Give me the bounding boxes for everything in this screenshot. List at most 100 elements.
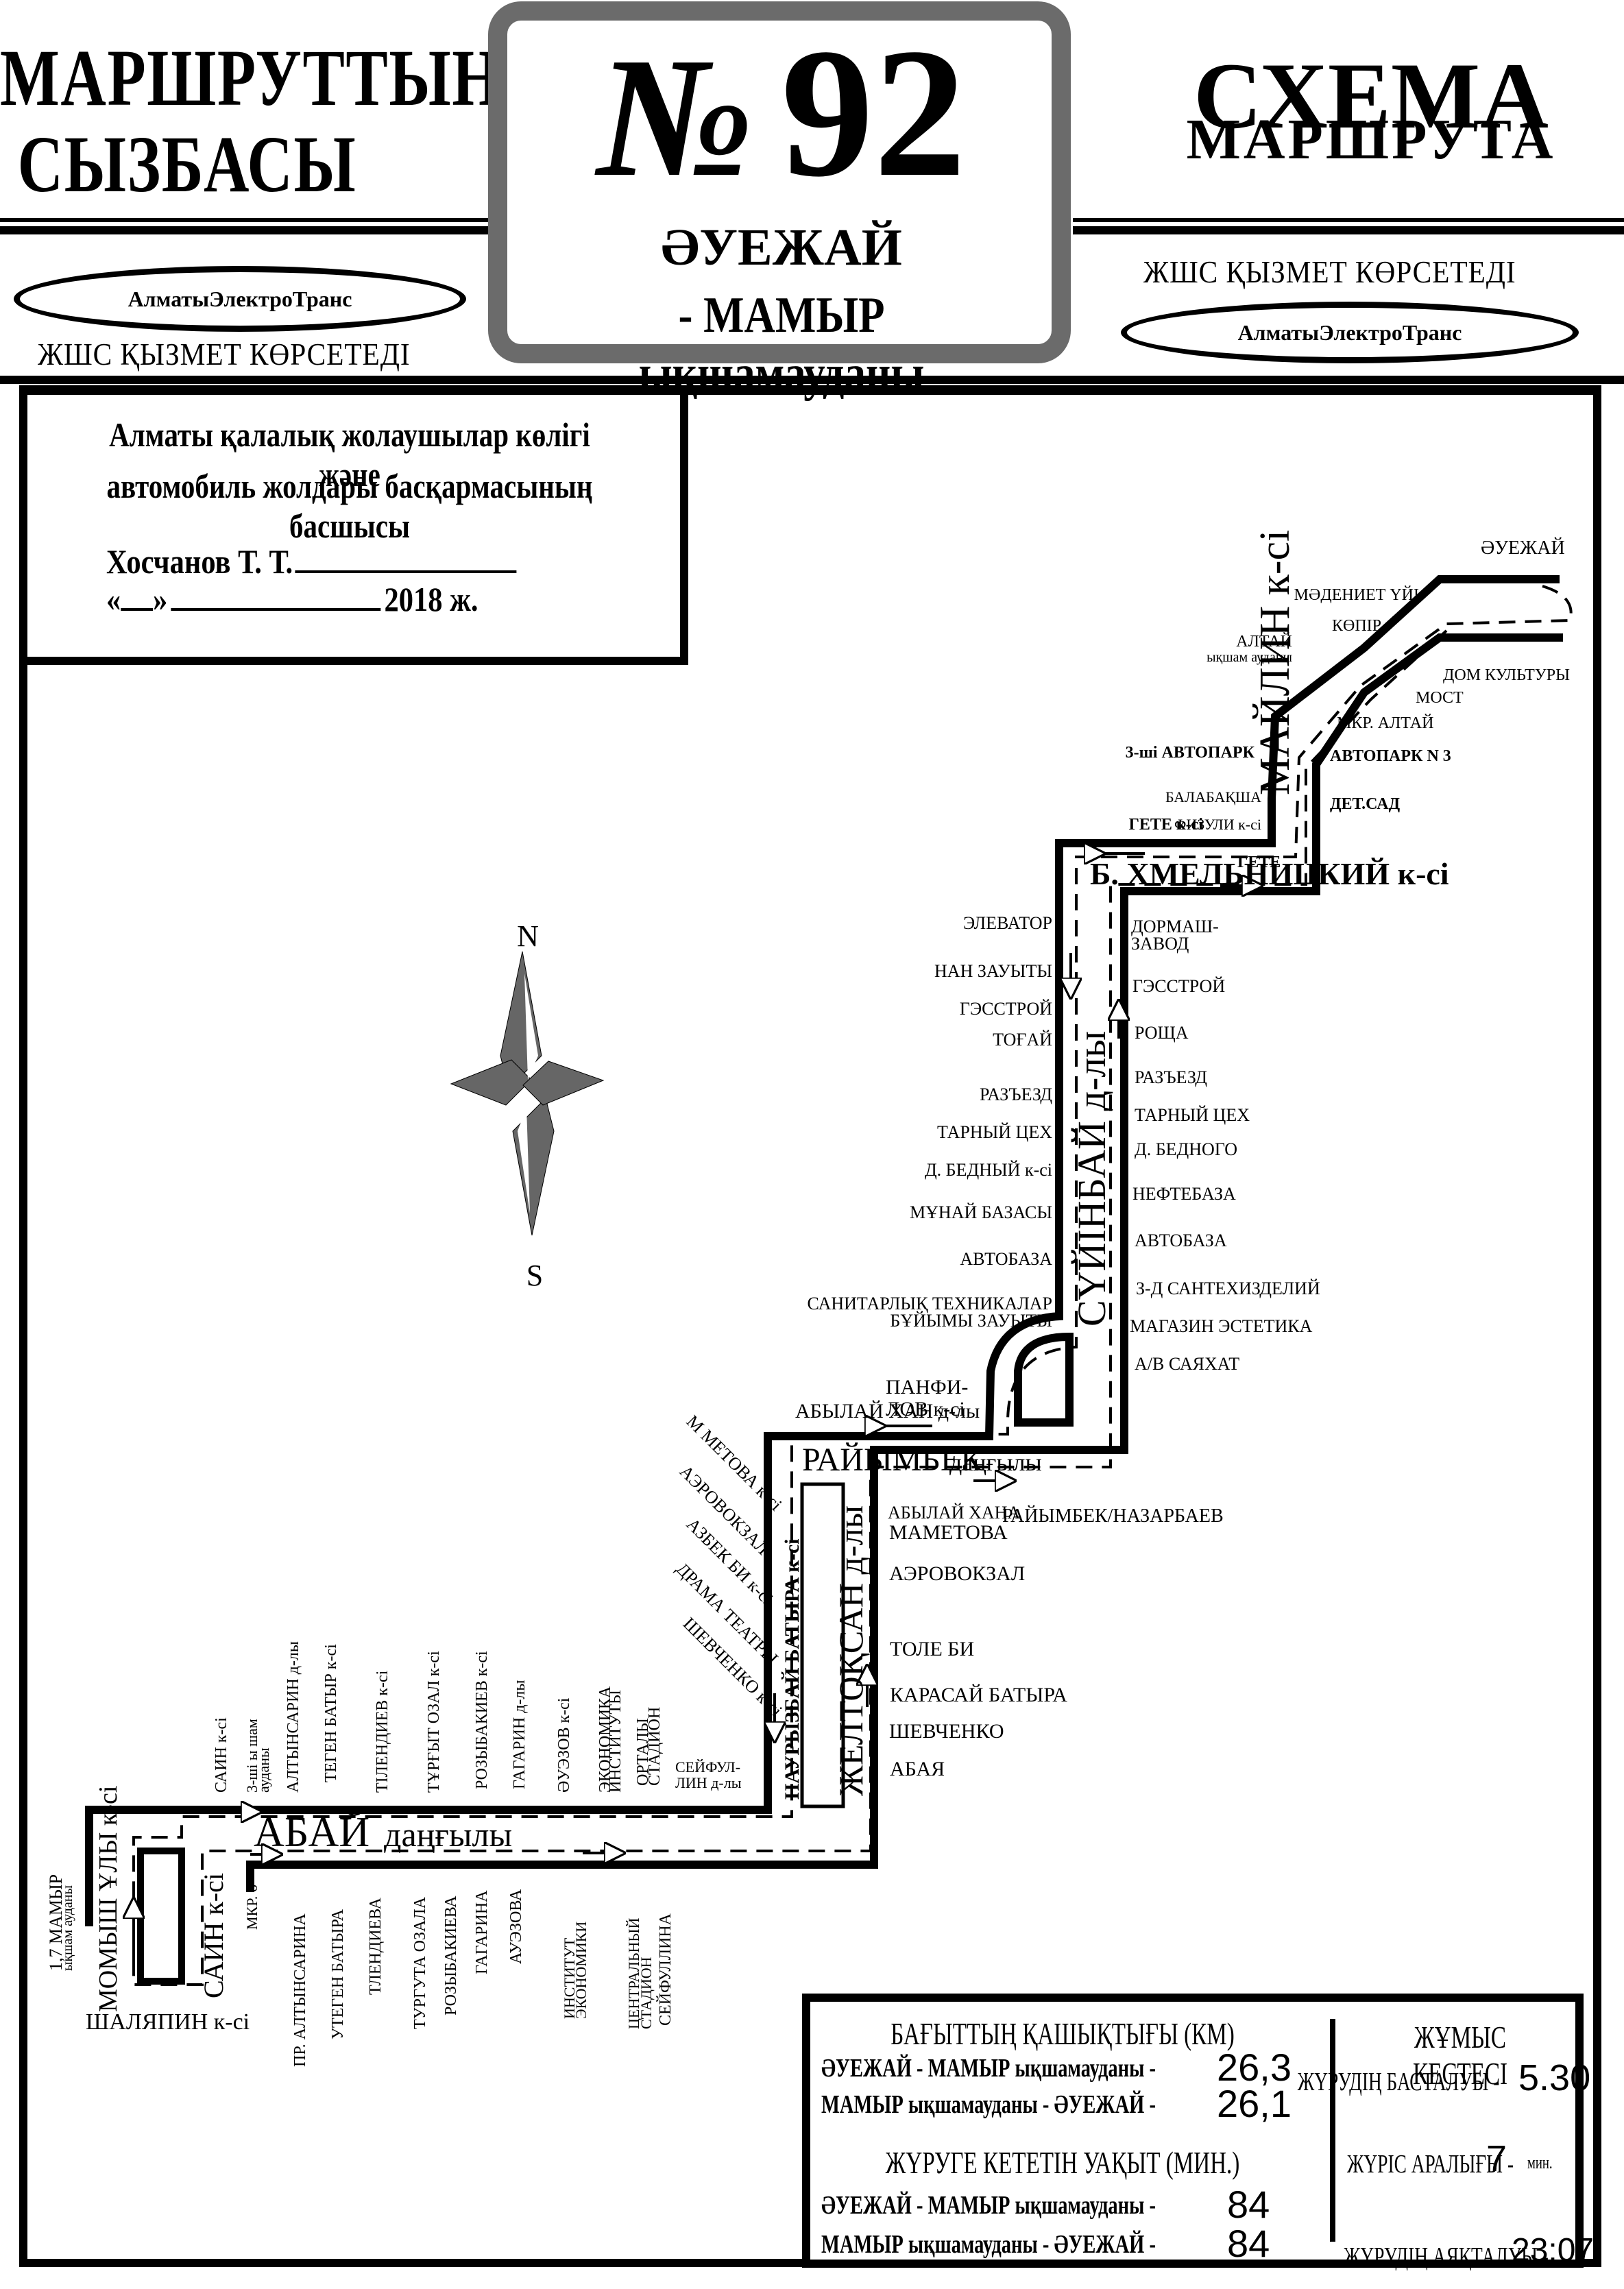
stop-label: ТУРГУТА ОЗАЛА [411,1896,429,2029]
stop-label: АВТОПАРК N 3 [1330,747,1451,765]
stop-label: МӘДЕНИЕТ ҮЙІ [1294,586,1419,604]
route-path-dashed [132,585,1573,1986]
approval-box [19,385,688,665]
stop-label: КӨПІР [1332,617,1381,635]
stop-label: ФИЗУЛИ к-сі [1174,816,1261,833]
street-raiymbek: РАЙЫМБЕК [802,1442,983,1478]
stop-label: ОРТАЛЫ [634,1718,652,1786]
stop-label: ГАГАРИНА [473,1890,491,1974]
street-panfilov-1: ПАНФИ- [886,1376,968,1398]
start-value: 5.30 [1518,2057,1591,2098]
stop-label: ДЕТ.САД [1330,795,1401,813]
stop-label: АУЭЗОВА [507,1889,525,1964]
street-abylai-khan: АБЫЛАЙ ХАН д-лы [795,1400,980,1422]
kz-title-line2: СЫЗБАСЫ [17,119,357,209]
llp-served-right: ЖШС ҚЫЗМЕТ КӨРСЕТЕДІ [1143,254,1516,289]
stop-label: АЭРОВОКЗАЛ [889,1562,1025,1585]
interval-value: 7 [1486,2138,1507,2179]
time-row-1: ӘУЕЖАЙ - МАМЫР ықшамауданы - [821,2190,1156,2220]
stop-label: РОЩА [1135,1023,1189,1043]
median-block [800,1482,845,1808]
distance-row-2-value: 26,1 [1217,2082,1292,2125]
stop-label: САНИТАРЛЫҚ ТЕХНИКАЛАР [808,1294,1052,1313]
stop-label: Д. БЕДНЫЙ к-сі [925,1160,1052,1180]
number-sign-icon: № [596,23,754,213]
stop-label: ықшам ауданы [1207,650,1292,665]
distance-row-1-label: ӘУЕЖАЙ - МАМЫР ықшамауданы - [821,2054,1156,2083]
street-suyinbay: СҮЙІНБАЙ д-лы [1069,1031,1114,1327]
stop-label: Д. БЕДНОГО [1135,1139,1237,1159]
ru-title-line2: МАРШРУТА [1186,108,1556,171]
stop-label: АВТОБАЗА [1135,1231,1227,1250]
approval-line2: автомобиль жолдары басқармасының басшысы [106,467,593,545]
compass-north-label: N [517,919,539,953]
stop-label: ЭКОНОМИКИ [572,1922,590,2019]
street-nauryzbay: НАУРЫЗБАЙ БАТЫРА к-сі [781,1539,803,1800]
route-destination-line1: ӘУЕЖАЙ [661,219,902,276]
stop-label: ТОҒАЙ [993,1030,1052,1050]
time-row-2: МАМЫР ықшамауданы - ӘУЕЖАЙ - [821,2229,1156,2260]
stop-label: СТАДИОН [638,1957,655,2029]
stop-label: ИНСТИТУТЫ [607,1690,625,1793]
operator-oval-left: АлматыЭлектроТранс [14,266,466,332]
stop-label: МОСТ [1416,689,1464,707]
direction-arrows [134,853,1261,1967]
stop-label: РАЗЪЕЗД [1135,1067,1207,1087]
stop-label: ЛИН д-лы [675,1774,742,1791]
stop-label: АБЫЛАЙ ХАНА [888,1503,1020,1523]
stop-label: МАГАЗИН ЭСТЕТИКА [1130,1316,1313,1336]
street-abai-suffix: даңғылы [384,1815,512,1854]
stop-label: ТҰРҒЫТ ОЗАЛ к-сі [425,1651,443,1793]
stop-label: АВТОБАЗА [960,1249,1052,1269]
end-value: 23:07 [1512,2232,1595,2268]
street-momyshuly: МОМЫШ ҰЛЫ к-сі [94,1786,123,2012]
street-raiymbek-suffix: даңғылы [949,1449,1042,1476]
terminus-mamyr-2: ықшам ауданы [60,1885,75,1971]
stop-label: ЭКОНОМИКА [596,1686,614,1793]
compass-rose-icon: N S [450,919,605,1292]
end-label: ЖҮРУДІҢ АЯҚТАЛУЫ - [1344,2242,1549,2271]
operator-name-right: АлматыЭлектроТранс [1237,319,1462,345]
street-shalyapin: ШАЛЯПИН к-сі [86,2009,250,2035]
route-number-box [488,1,1071,363]
route-road-outline [85,575,1563,1926]
map-frame [19,385,1601,2267]
quote-close: » [153,580,168,618]
stop-label: МҰНАЙ БАЗАСЫ [910,1202,1052,1222]
distance-row-1: ӘУЕЖАЙ - МАМЫР ықшамауданы - [821,2053,1156,2083]
time-row-1-label: ӘУЕЖАЙ - МАМЫР ықшамауданы - [821,2191,1156,2220]
start-label: ЖҮРУДІҢ БАСТАЛУЫ - [1297,2068,1500,2096]
distance-heading: БАҒЫТТЫҢ ҚАШЫҚТЫҒЫ (КМ) [890,2016,1235,2051]
stop-label: КАРАСАЙ БАТЫРА [890,1684,1067,1706]
interval-label: ЖҮРІС АРАЛЫҒЫ - [1347,2150,1514,2179]
street-mailin: МАЙЛИН к-сі [1252,530,1298,795]
stop-label: ГЕТЕ [1237,853,1281,871]
stop-label: ТЕГЕН БАТЫР к-сі [322,1644,340,1782]
street-zheltoksan: ЖЕЛТОҚСАН д-лы [832,1505,870,1796]
divider-top-right-thick [1073,226,1624,234]
stop-label: ШЕВЧЕНКО [889,1720,1004,1743]
distance-row-2-label: МАМЫР ықшамауданы - ӘУЕЖАЙ - [821,2090,1156,2119]
stop-label: СЕЙФУЛЛИНА [657,1913,675,2026]
stop-label: РОЗЫБАКИЕВ к-сі [473,1651,491,1789]
divider-top-left-thin [0,218,488,222]
stop-label: ауданы [255,1747,272,1793]
ru-title-line1: СХЕМА [1193,43,1549,148]
stop-label: СТАДИОН [646,1707,664,1786]
stop-label: ТІЛЕНДИЕВ к-сі [374,1670,391,1793]
stop-label: ГЭССТРОЙ [960,999,1052,1019]
distance-row-1-value: 26,3 [1217,2046,1292,2089]
operator-oval-right: АлматыЭлектроТранс [1121,302,1579,363]
terminus-block [137,1848,185,1985]
divider-top-left-thick [0,226,488,234]
stop-label: 3-ші АВТОПАРК [1126,744,1255,762]
stop-label: ТАРНЫЙ ЦЕХ [937,1122,1052,1142]
schedule-heading: ЖҰМЫС КЕСТЕСІ [1412,2020,1507,2091]
stop-label: ЦЕНТРАЛЬНЫЙ [625,1917,642,2029]
time-row-1-value: 84 [1227,2183,1270,2226]
street-abai: АБАЙ [254,1809,369,1856]
stop-label: ДОРМАШ- [1131,917,1219,936]
